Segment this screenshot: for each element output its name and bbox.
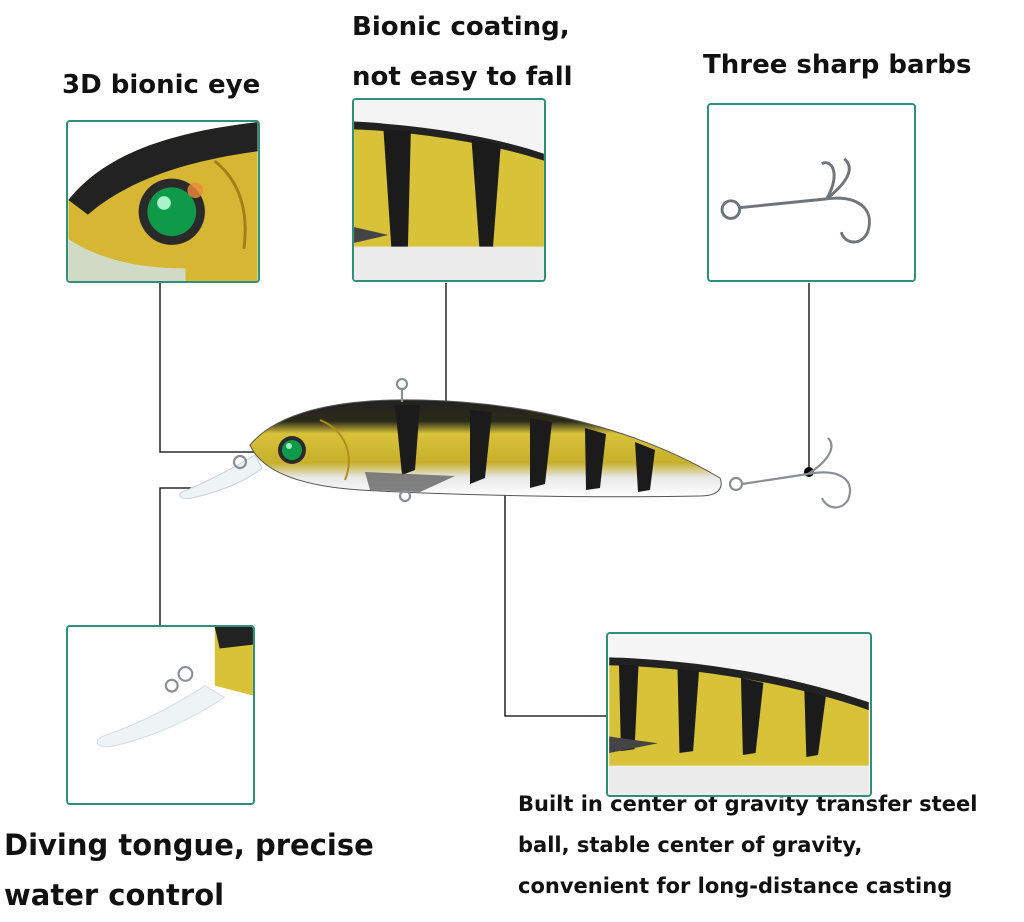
label-tongue-1: Diving tongue, precise xyxy=(4,828,374,862)
label-barbs: Three sharp barbs xyxy=(703,50,972,80)
label-coating-1: Bionic coating, xyxy=(352,12,570,42)
closeup-eye-frame xyxy=(66,120,260,283)
closeup-ball-frame xyxy=(606,632,872,797)
label-ball-3: convenient for long-distance casting xyxy=(518,874,953,898)
dot-barbs xyxy=(804,467,814,477)
dot-ball xyxy=(500,453,510,463)
dot-coating xyxy=(441,447,451,457)
dot-eye xyxy=(283,447,293,457)
leader-ball xyxy=(504,458,608,717)
leader-eye xyxy=(159,283,288,453)
closeup-barbs-image xyxy=(709,105,914,280)
closeup-coating-image xyxy=(354,100,544,280)
closeup-ball-image xyxy=(609,634,869,795)
leader-tongue xyxy=(159,487,210,625)
label-tongue-2: water control xyxy=(4,878,225,912)
closeup-barbs-frame xyxy=(707,103,916,282)
closeup-eye-image xyxy=(68,122,258,281)
closeup-tongue-image xyxy=(68,627,253,803)
label-ball-2: ball, stable center of gravity, xyxy=(518,833,863,857)
closeup-coating-frame xyxy=(352,98,546,282)
label-eye: 3D bionic eye xyxy=(62,70,261,100)
closeup-tongue-frame xyxy=(66,625,255,805)
label-coating-2: not easy to fall xyxy=(352,62,573,92)
dot-tongue xyxy=(205,483,215,493)
